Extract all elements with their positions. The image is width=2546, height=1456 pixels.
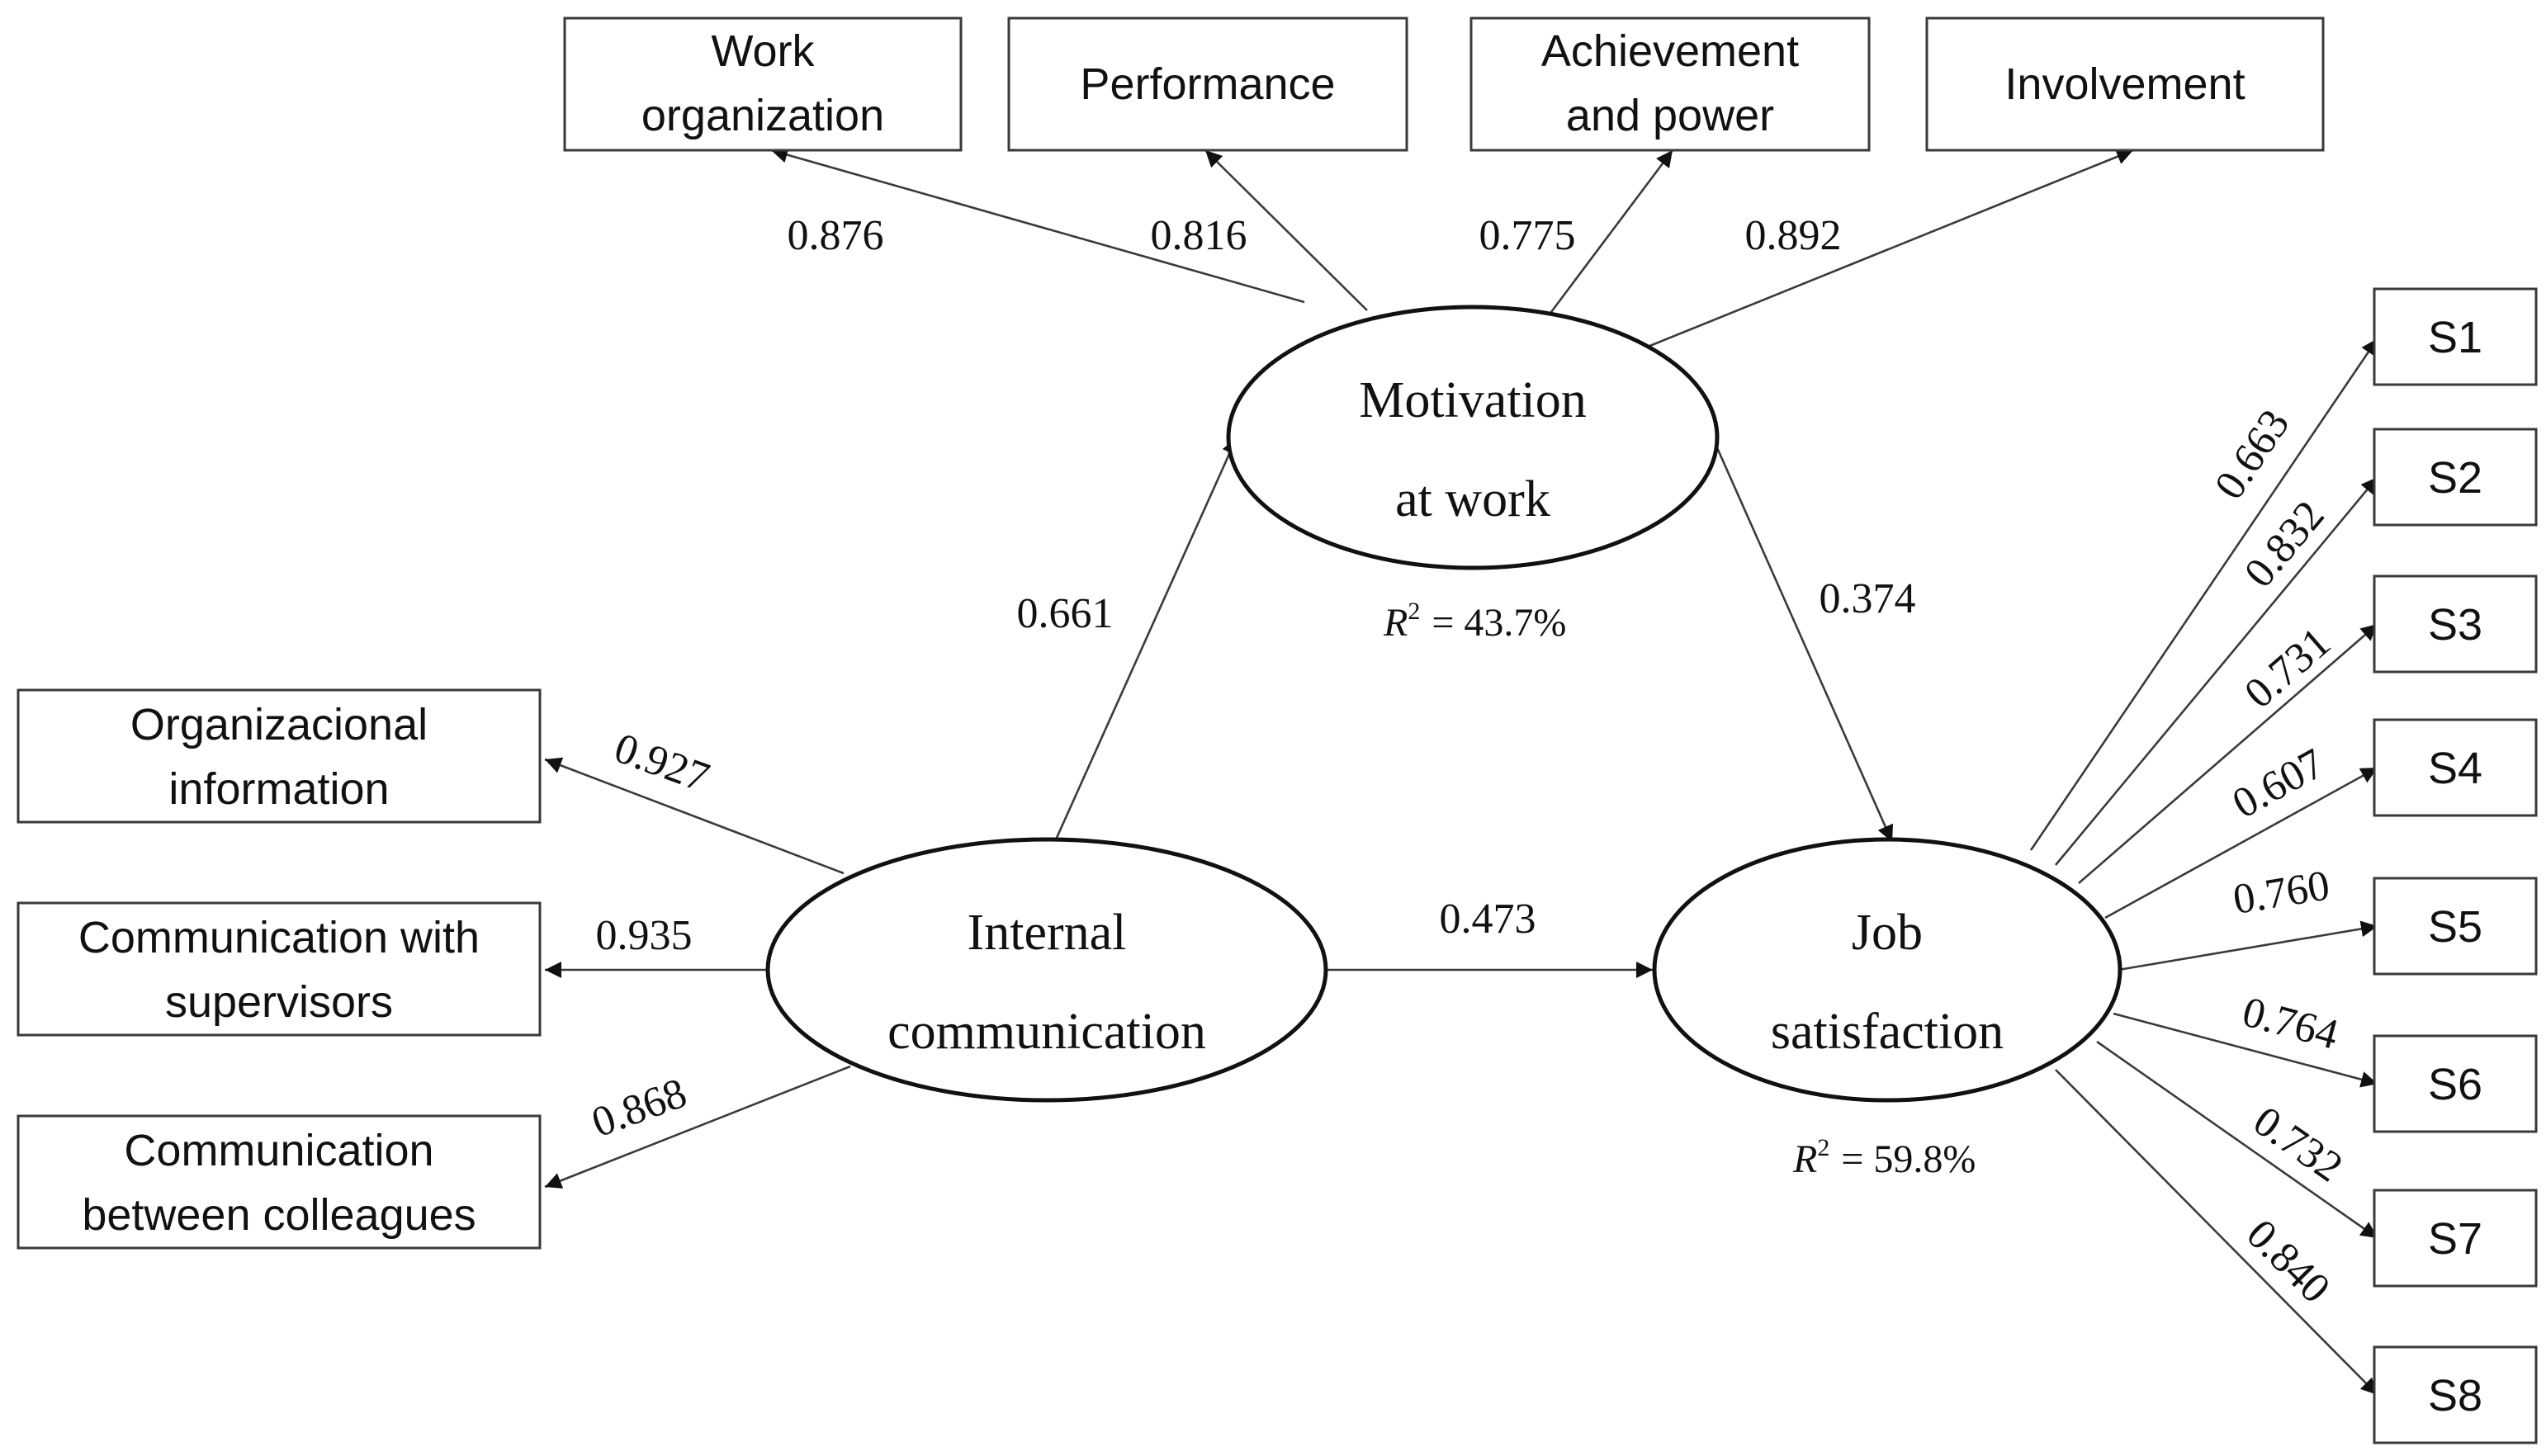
path-label-motivation-job: 0.374 bbox=[1820, 575, 1916, 622]
indicator-label: information bbox=[168, 764, 389, 814]
indicator-label: Performance bbox=[1080, 59, 1335, 109]
latent-label: at work bbox=[1395, 471, 1550, 527]
indicator-achievement-power: Achievement and power bbox=[1469, 17, 1871, 152]
indicator-label: S8 bbox=[2428, 1371, 2482, 1421]
loading-involvement: 0.892 bbox=[1745, 212, 1842, 259]
indicator-label: S7 bbox=[2428, 1214, 2482, 1264]
r2-motivation: R2= 43.7% bbox=[1383, 598, 1566, 645]
edge-job-s4 bbox=[2104, 766, 2378, 919]
indicator-label: supervisors bbox=[165, 977, 393, 1027]
loading-communication-supervisors: 0.935 bbox=[596, 912, 693, 959]
latent-label: Motivation bbox=[1359, 372, 1587, 428]
loading-s8: 0.840 bbox=[2237, 1211, 2339, 1312]
edge-motivation-work-organization bbox=[770, 146, 1305, 304]
indicator-organizational-information: Organizacional information bbox=[17, 688, 542, 824]
latent-motivation-at-work: Motivation at work bbox=[1226, 305, 1720, 570]
path-label-internal-job: 0.473 bbox=[1440, 896, 1536, 943]
indicator-label: Involvement bbox=[2004, 59, 2245, 109]
edge-motivation-performance bbox=[1204, 149, 1368, 311]
indicator-label: Work bbox=[711, 26, 815, 76]
indicator-s4: S4 bbox=[2373, 718, 2538, 817]
path-label-internal-motivation: 0.661 bbox=[1017, 590, 1114, 637]
loading-s2: 0.832 bbox=[2236, 492, 2334, 596]
latent-label: Internal bbox=[968, 905, 1127, 961]
edge-job-s5 bbox=[2118, 920, 2378, 971]
edge-job-s3 bbox=[2078, 623, 2378, 884]
latent-label: satisfaction bbox=[1771, 1004, 2004, 1060]
loading-work-organization: 0.876 bbox=[788, 212, 884, 259]
indicator-s6: S6 bbox=[2373, 1034, 2538, 1133]
indicator-s3: S3 bbox=[2373, 574, 2538, 674]
edge-job-s2 bbox=[2054, 476, 2379, 866]
edge-internal-organizational-info bbox=[544, 757, 845, 875]
indicator-work-organization: Work organization bbox=[563, 17, 963, 152]
indicator-s1: S1 bbox=[2373, 287, 2538, 386]
latent-job-satisfaction: Job satisfaction bbox=[1652, 837, 2122, 1103]
indicator-label: S4 bbox=[2428, 744, 2482, 793]
indicator-communication-colleagues: Communication between colleagues bbox=[17, 1114, 542, 1250]
edge-job-s7 bbox=[2096, 1040, 2378, 1240]
latent-label: communication bbox=[887, 1004, 1206, 1060]
indicator-s8: S8 bbox=[2373, 1345, 2538, 1444]
indicator-label: between colleagues bbox=[82, 1190, 476, 1240]
edge-internal-to-motivation bbox=[1055, 437, 1238, 839]
loading-performance: 0.816 bbox=[1151, 212, 1247, 259]
indicator-label: S5 bbox=[2428, 902, 2482, 952]
indicator-label: Communication with bbox=[78, 913, 480, 962]
indicator-label: S3 bbox=[2428, 600, 2482, 650]
r2-job-satisfaction: R2= 59.8% bbox=[1792, 1134, 1976, 1181]
indicator-label: S1 bbox=[2428, 313, 2482, 362]
indicator-s5: S5 bbox=[2373, 877, 2538, 976]
edge-motivation-to-job bbox=[1714, 443, 1894, 843]
latent-internal-communication: Internal communication bbox=[765, 837, 1328, 1103]
indicator-s2: S2 bbox=[2373, 428, 2538, 527]
edge-job-s8 bbox=[2055, 1069, 2378, 1396]
indicator-label: Organizacional bbox=[130, 700, 428, 749]
loading-s4: 0.607 bbox=[2225, 740, 2332, 828]
indicator-label: organization bbox=[641, 91, 884, 140]
edge-job-s6 bbox=[2113, 1012, 2378, 1088]
latent-label: Job bbox=[1852, 905, 1923, 961]
indicator-label: Communication bbox=[124, 1126, 433, 1175]
indicator-label: S6 bbox=[2428, 1060, 2482, 1109]
indicator-label: S2 bbox=[2428, 453, 2482, 503]
loading-achievement-power: 0.775 bbox=[1479, 212, 1576, 259]
indicator-label: Achievement bbox=[1541, 26, 1799, 76]
indicator-performance: Performance bbox=[1007, 17, 1408, 152]
loading-s6: 0.764 bbox=[2237, 988, 2343, 1058]
loading-s5: 0.760 bbox=[2230, 862, 2332, 924]
edge-motivation-involvement bbox=[1647, 149, 2134, 348]
indicator-communication-supervisors: Communication with supervisors bbox=[17, 901, 542, 1037]
indicator-s7: S7 bbox=[2373, 1189, 2538, 1288]
indicator-involvement: Involvement bbox=[1925, 17, 2325, 152]
loading-s7: 0.732 bbox=[2245, 1098, 2351, 1192]
edge-internal-communication-colleagues bbox=[544, 1065, 851, 1189]
edge-motivation-achievement bbox=[1547, 149, 1674, 316]
loading-s1: 0.663 bbox=[2206, 401, 2299, 508]
indicator-label: and power bbox=[1566, 91, 1774, 140]
edge-job-s1 bbox=[2029, 338, 2379, 851]
